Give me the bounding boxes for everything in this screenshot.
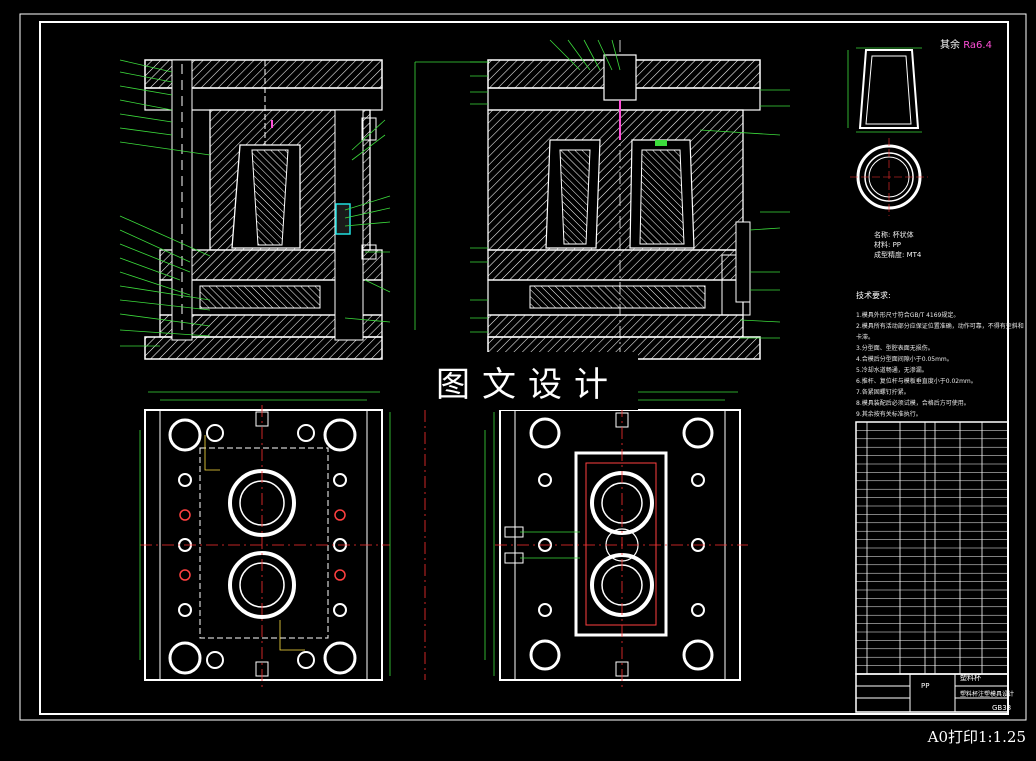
material-note: 名称: 杯状体 材料: PP 成型精度: MT4 — [874, 230, 921, 260]
left-plan-lines — [139, 391, 391, 690]
outer-frame — [19, 13, 1027, 721]
title-block-code: GB38 — [992, 704, 1012, 712]
right-view-leaders — [470, 39, 790, 339]
tech-item: 7.各紧固螺钉拧紧。 — [856, 389, 910, 396]
tech-requirements-list: 1.模具外形尺寸符合GB/T 4169规定。 2.模具所有活动部分应保证位置准确… — [856, 310, 1026, 420]
title-block-material: PP — [921, 682, 930, 690]
material-line-3: 成型精度: MT4 — [874, 251, 922, 259]
tech-item: 1.模具外形尺寸符合GB/T 4169规定。 — [856, 312, 960, 319]
tech-requirements-title: 技术要求: — [856, 291, 891, 300]
material-line-2: 材料: PP — [874, 241, 902, 249]
roughness-prefix: 其余 — [940, 40, 960, 51]
title-block — [855, 673, 1009, 713]
right-section-view — [487, 40, 761, 360]
bom-rows — [856, 430, 1008, 666]
tech-item: 2.模具所有活动部分应保证位置准确，动作可靠，不得有歪斜和卡滞。 — [856, 323, 1024, 341]
tech-item: 3.分型面、型腔表面无损伤。 — [856, 345, 934, 352]
part-sketch — [847, 47, 928, 216]
material-line-1: 名称: 杯状体 — [874, 231, 914, 239]
watermark: 图文设计 — [418, 352, 638, 410]
roughness-value: Ra6.4 — [963, 40, 992, 51]
tech-item: 4.合模后分型面间隙小于0.05mm。 — [856, 356, 953, 363]
roughness-note: 其余 Ra6.4 — [940, 36, 992, 51]
title-block-drawing-title: 塑料杯注塑模具设计 — [960, 691, 1015, 698]
left-view-leaders — [119, 59, 490, 347]
tech-item: 9.其余按有关标准执行。 — [856, 411, 922, 418]
inner-frame — [39, 21, 1009, 715]
tech-item: 5.冷却水道畅通，无渗漏。 — [856, 367, 928, 374]
tech-item: 6.推杆、复位杆与模板垂直度小于0.02mm。 — [856, 378, 977, 385]
title-block-name: 塑料杯 — [960, 674, 981, 682]
tech-item: 8.模具装配后必须试模，合格后方可使用。 — [856, 400, 970, 407]
print-scale-note: A0打印1:1.25 — [927, 728, 1026, 746]
